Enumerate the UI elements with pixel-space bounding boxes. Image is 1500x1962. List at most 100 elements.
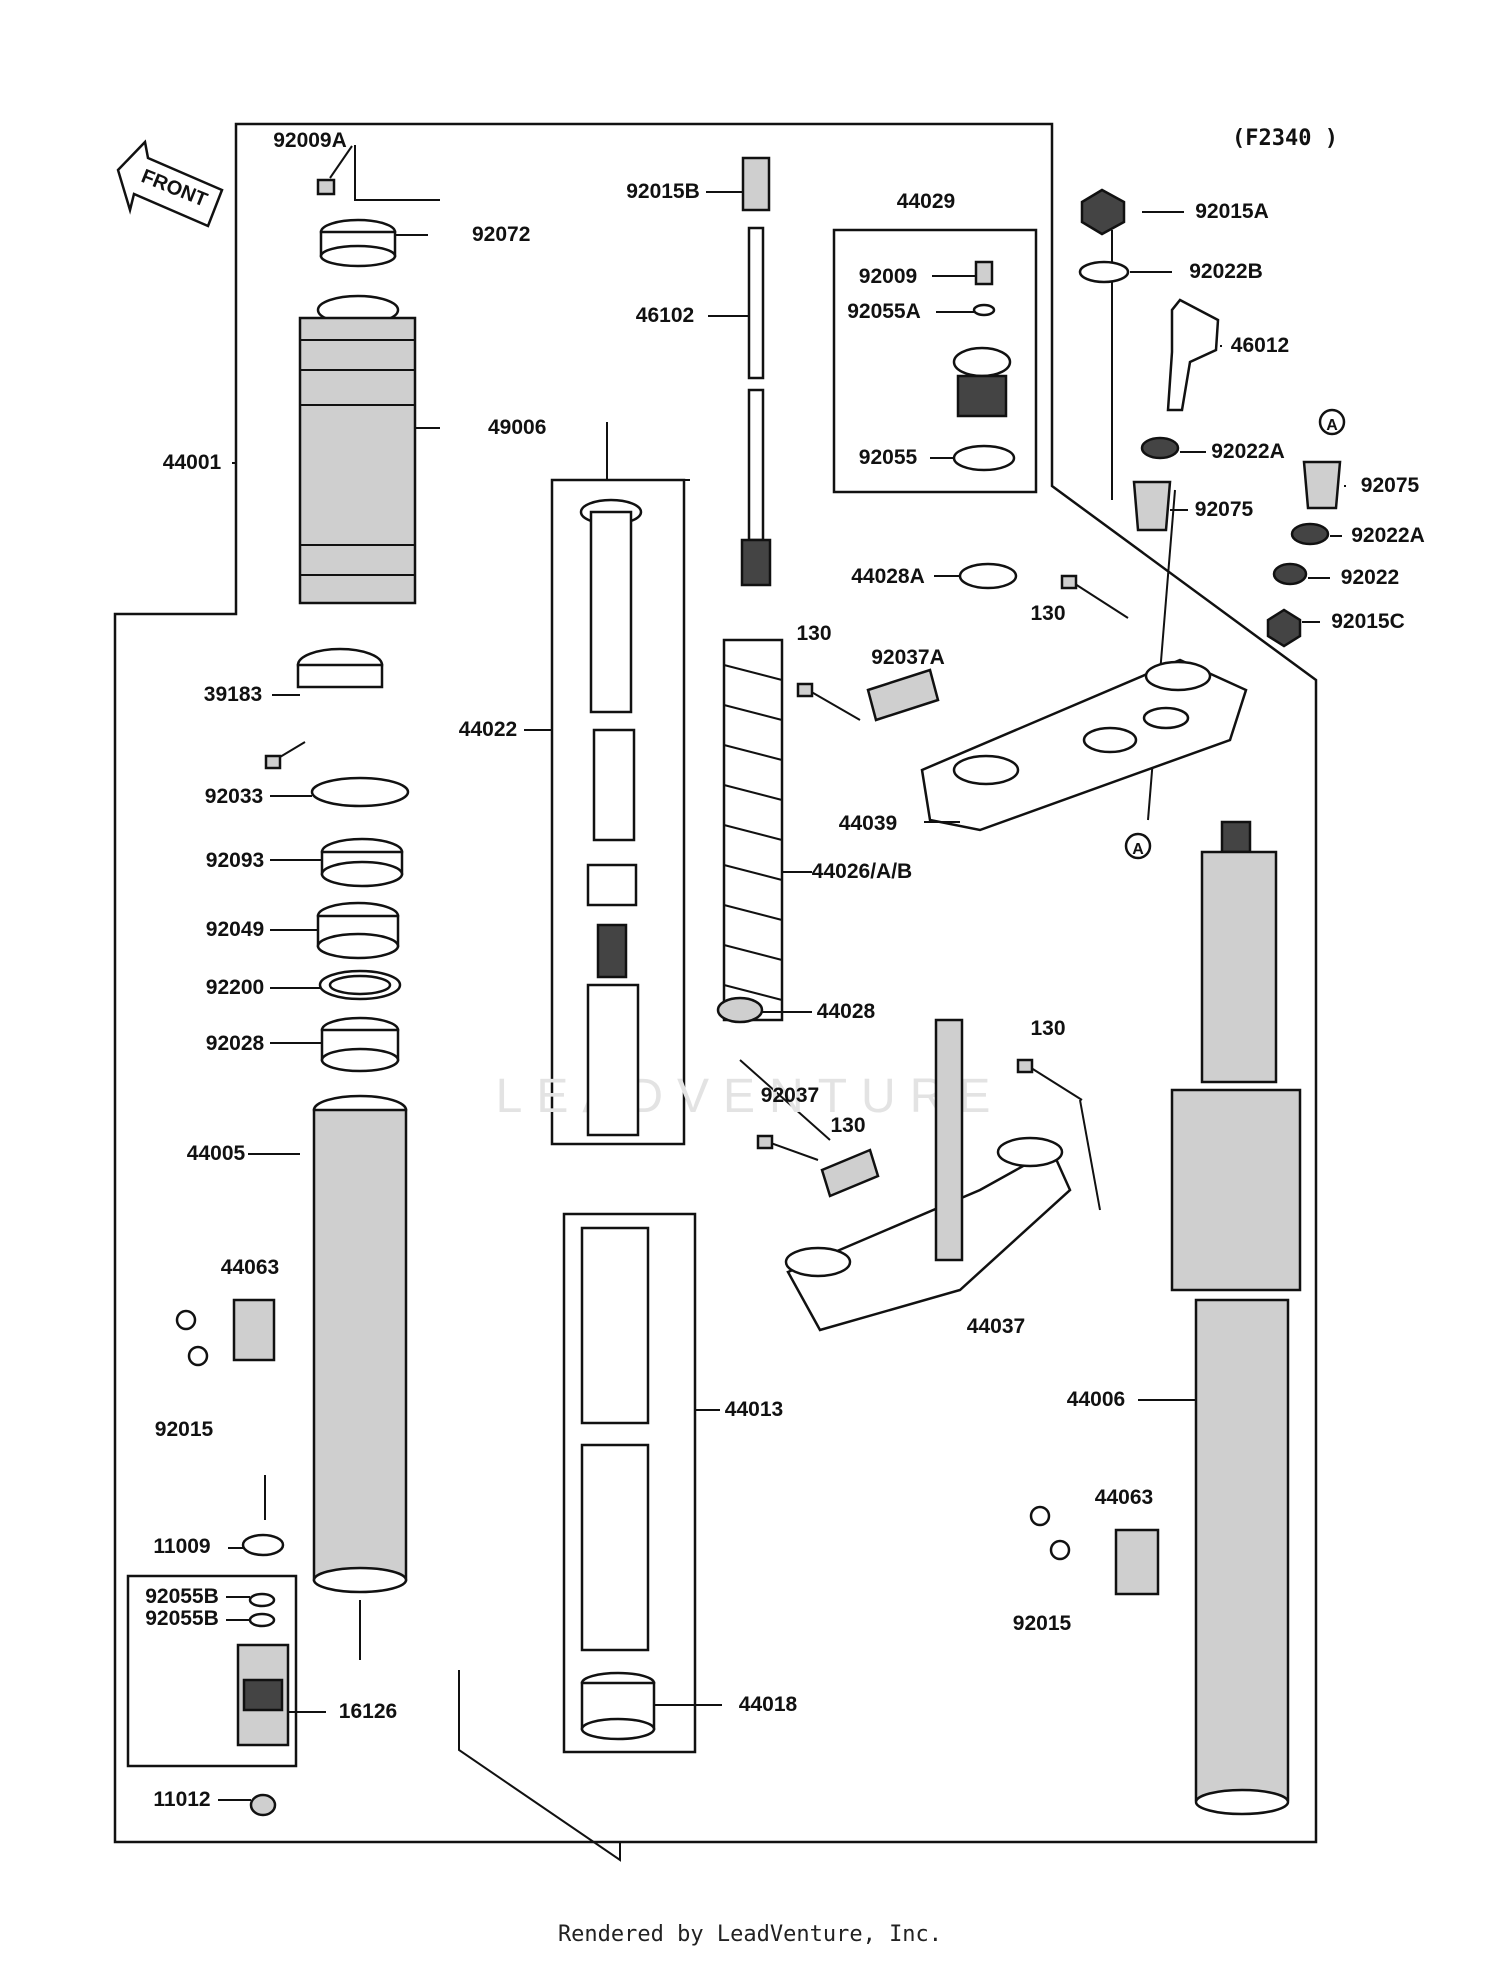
- part-label-92055a: 92055A: [847, 300, 921, 323]
- washer-92022a: [1140, 436, 1180, 460]
- part-label-11009: 11009: [153, 1535, 210, 1558]
- part-label-130: 130: [1030, 1017, 1065, 1040]
- part-label-92022a: 92022A: [1351, 524, 1425, 547]
- nut-92015c: [1266, 608, 1302, 648]
- part-label-92015c: 92015C: [1331, 610, 1405, 633]
- spring-44026: [722, 638, 784, 1022]
- washer-92200: [318, 969, 402, 1001]
- part-label-44063: 44063: [221, 1256, 279, 1279]
- part-label-44013: 44013: [725, 1398, 783, 1421]
- part-label-92055: 92055: [859, 446, 918, 469]
- bolt-39183: [264, 741, 306, 770]
- fork-leg-44006: [1170, 820, 1302, 1816]
- box-44029: [832, 228, 1038, 494]
- nuts-92015: [175, 1309, 209, 1367]
- part-label-92009: 92009: [859, 265, 917, 288]
- bushing-92028: [320, 1016, 400, 1073]
- seal-92093: [320, 837, 404, 888]
- part-label-44063: 44063: [1095, 1486, 1153, 1509]
- guide-line: [1147, 489, 1176, 821]
- box-44013: [562, 1212, 697, 1754]
- reference-mark-label: A: [1132, 841, 1144, 858]
- front-arrow: FRONT: [116, 139, 224, 228]
- o-ring-92055b: [248, 1592, 276, 1628]
- part-label-92022a: 92022A: [1211, 440, 1285, 463]
- part-label-92028: 92028: [206, 1032, 265, 1055]
- screw-92009a: [316, 178, 336, 196]
- ring-92049: [316, 901, 400, 960]
- upper-clamp-44039: [920, 658, 1248, 832]
- bolt-92015b: [741, 156, 771, 212]
- clamp-44063: [232, 1298, 276, 1362]
- part-label-44005: 44005: [187, 1142, 246, 1165]
- part-label-44022: 44022: [459, 718, 517, 741]
- part-label-92037: 92037: [761, 1084, 819, 1107]
- part-label-44001: 44001: [163, 451, 222, 474]
- bolt-130: [756, 1134, 819, 1161]
- washer-92022b: [1078, 260, 1130, 284]
- part-label-46012: 46012: [1231, 334, 1289, 357]
- bolt-130: [1060, 574, 1129, 619]
- guide-line: [739, 1059, 831, 1141]
- o-ring-11009: [241, 1533, 285, 1557]
- part-label-92009a: 92009A: [273, 129, 347, 152]
- bolt-130: [1016, 1058, 1083, 1101]
- watermark: LEADVENTURE: [496, 1070, 1005, 1123]
- part-label-44018: 44018: [739, 1693, 798, 1716]
- valve-16126: [236, 1643, 290, 1747]
- washer-92022a: [1290, 522, 1330, 546]
- bracket-92037a: [866, 668, 940, 722]
- bushing-44018: [580, 1671, 656, 1741]
- seat-44028: [716, 996, 764, 1024]
- footer-credit: Rendered by LeadVenture, Inc.: [557, 1922, 943, 1947]
- clamp-44063: [1114, 1528, 1160, 1596]
- part-label-92049: 92049: [206, 918, 264, 941]
- clamp-39183: [296, 647, 384, 689]
- part-label-92015: 92015: [1013, 1612, 1072, 1635]
- gasket-92033: [310, 776, 410, 808]
- o-ring-92055: [952, 444, 1016, 472]
- part-label-92055b: 92055B: [145, 1607, 219, 1630]
- part-label-92093: 92093: [206, 849, 264, 872]
- part-label-92015: 92015: [155, 1418, 214, 1441]
- washer-44028a: [958, 562, 1018, 590]
- clamp-92072: [319, 218, 397, 268]
- part-label-11012: 11012: [153, 1788, 210, 1811]
- diagram-code: (F2340 ): [1232, 126, 1338, 151]
- washer-92022: [1272, 562, 1308, 586]
- part-label-44037: 44037: [967, 1315, 1025, 1338]
- o-ring-92055a: [972, 303, 996, 317]
- part-label-92072: 92072: [472, 223, 530, 246]
- part-label-44028a: 44028A: [851, 565, 925, 588]
- cap-44029: [952, 346, 1012, 418]
- part-label-92075: 92075: [1361, 474, 1420, 497]
- cap-11012: [249, 1793, 277, 1817]
- bolt-130: [796, 682, 861, 721]
- part-label-16126: 16126: [339, 1700, 397, 1723]
- nuts-92015: [1029, 1505, 1071, 1561]
- part-label-44029: 44029: [897, 190, 955, 213]
- lower-clamp-44037: [784, 1018, 1072, 1332]
- part-label-130: 130: [1030, 602, 1065, 625]
- box-16126: [126, 1574, 298, 1768]
- leader-lines: [218, 145, 1346, 1801]
- screw-92009: [974, 260, 994, 286]
- reference-mark-label: A: [1326, 417, 1338, 434]
- part-label-92015a: 92015A: [1195, 200, 1269, 223]
- boot-49006: [298, 294, 417, 605]
- part-label-92075: 92075: [1195, 498, 1254, 521]
- part-label-92037a: 92037A: [871, 646, 945, 669]
- part-label-92022b: 92022B: [1189, 260, 1263, 283]
- part-label-92015b: 92015B: [626, 180, 700, 203]
- part-number-labels: 92009A9207244001490063918392033920939204…: [145, 129, 1425, 1811]
- reference-mark-a: A: [1124, 832, 1152, 860]
- part-label-44026-a-b: 44026/A/B: [812, 860, 912, 883]
- part-label-44039: 44039: [839, 812, 897, 835]
- bolt-46012: [1166, 298, 1220, 412]
- outer-tube-44005: [312, 1094, 408, 1594]
- tube-44013: [580, 1226, 650, 1652]
- cap-92075: [1302, 460, 1342, 510]
- part-label-92033: 92033: [205, 785, 263, 808]
- part-label-49006: 49006: [488, 416, 546, 439]
